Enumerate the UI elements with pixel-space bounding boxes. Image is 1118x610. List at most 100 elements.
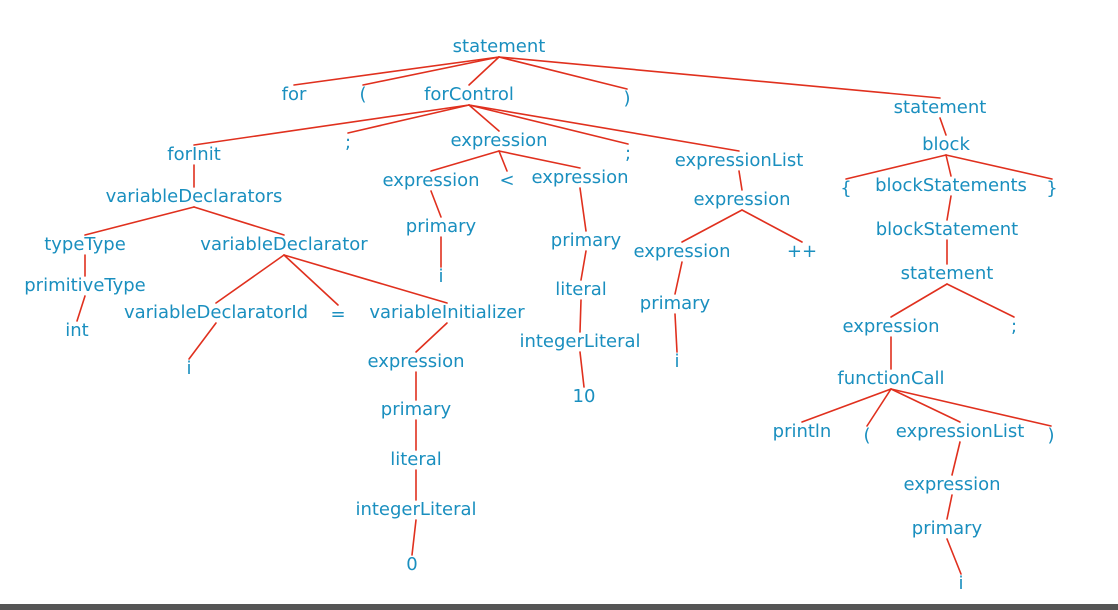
tree-edge xyxy=(801,388,892,423)
tree-edge xyxy=(430,150,500,172)
tree-edge xyxy=(411,519,417,556)
tree-edge xyxy=(866,388,892,427)
tree-edge xyxy=(890,283,948,318)
tree-node-label: blockStatement xyxy=(876,219,1018,240)
tree-node-label: expression xyxy=(531,167,628,188)
tree-node-label: variableDeclaratorId xyxy=(124,302,308,323)
tree-node-label: expressionList xyxy=(896,421,1025,442)
tree-node-label: ; xyxy=(1011,316,1017,337)
tree-edge xyxy=(215,254,285,304)
tree-edge xyxy=(283,254,448,304)
tree-edge xyxy=(741,209,803,243)
tree-node-label: primary xyxy=(551,230,622,251)
tree-node-label: typeType xyxy=(44,234,126,255)
tree-edge xyxy=(468,56,500,86)
tree-node-label: forControl xyxy=(424,84,514,105)
tree-node-label: expression xyxy=(842,316,939,337)
tree-node-label: ; xyxy=(345,132,351,153)
tree-edge xyxy=(415,322,448,353)
tree-node-label: integerLiteral xyxy=(519,331,640,352)
tree-node-label: int xyxy=(65,320,88,341)
tree-edge xyxy=(674,313,678,353)
tree-edge xyxy=(939,117,947,136)
tree-node-label: expression xyxy=(903,474,1000,495)
tree-edge xyxy=(468,104,740,152)
tree-node-label: expressionList xyxy=(675,150,804,171)
tree-edge xyxy=(738,170,743,191)
tree-edge xyxy=(498,56,941,99)
tree-node-label: variableDeclarators xyxy=(106,186,283,207)
tree-edge xyxy=(946,538,962,575)
tree-node-label: block xyxy=(922,134,970,155)
tree-node-label: i xyxy=(438,266,443,287)
tree-node-label: variableInitializer xyxy=(369,302,525,323)
tree-node-label: i xyxy=(186,358,191,379)
tree-edge xyxy=(498,150,508,172)
tree-edges xyxy=(76,56,1053,575)
tree-node-label: statement xyxy=(901,263,994,284)
tree-node-label: literal xyxy=(390,449,442,470)
tree-edge xyxy=(945,154,952,177)
tree-edge xyxy=(468,104,500,132)
tree-node-label: variableDeclarator xyxy=(200,234,368,255)
tree-edge xyxy=(293,56,500,86)
tree-node-label: expression xyxy=(693,189,790,210)
tree-node-label: 10 xyxy=(573,386,596,407)
tree-node-label: ( xyxy=(359,84,366,105)
tree-edge xyxy=(945,154,1053,180)
tree-edge xyxy=(193,206,285,236)
tree-node-label: primary xyxy=(640,293,711,314)
tree-nodes: statement for ( forControl) statement forInit… xyxy=(24,36,1057,594)
tree-node-label: = xyxy=(330,304,345,325)
tree-node-label: ( xyxy=(863,425,870,446)
tree-edge xyxy=(498,150,581,169)
tree-node-label: } xyxy=(1046,178,1057,199)
tree-edge xyxy=(579,299,582,333)
tree-node-label: expression xyxy=(450,130,547,151)
tree-edge xyxy=(681,209,743,243)
tree-node-label: { xyxy=(840,178,851,199)
tree-node-label: integerLiteral xyxy=(355,499,476,520)
tree-edge xyxy=(946,283,1015,318)
tree-node-label: forInit xyxy=(167,144,221,165)
tree-node-label: expression xyxy=(367,351,464,372)
tree-edge xyxy=(951,441,961,476)
tree-edge xyxy=(76,295,86,322)
tree-edge xyxy=(890,388,961,423)
tree-edge xyxy=(362,56,500,86)
tree-node-label: ; xyxy=(625,143,631,164)
tree-node-label: statement xyxy=(453,36,546,57)
tree-node-label: primary xyxy=(381,399,452,420)
tree-edge xyxy=(845,154,947,180)
tree-edge xyxy=(579,351,585,388)
tree-edge xyxy=(84,206,195,236)
tree-node-label: < xyxy=(499,170,514,191)
tree-node-label: 0 xyxy=(406,554,417,575)
tree-node-label: ++ xyxy=(787,241,817,262)
tree-node-label: expression xyxy=(382,170,479,191)
tree-edge xyxy=(946,494,953,520)
tree-edge xyxy=(430,190,442,218)
tree-node-label: println xyxy=(773,421,832,442)
tree-edge xyxy=(890,388,1052,427)
tree-node-label: functionCall xyxy=(837,368,944,389)
tree-node-label: blockStatements xyxy=(875,175,1027,196)
tree-node-label: expression xyxy=(633,241,730,262)
tree-node-label: ) xyxy=(623,88,630,109)
tree-node-label: i xyxy=(674,351,679,372)
tree-edge xyxy=(579,187,587,232)
bottom-scrollbar[interactable] xyxy=(0,604,1118,610)
tree-node-label: primitiveType xyxy=(24,275,146,296)
tree-node-label: primary xyxy=(406,216,477,237)
tree-node-label: statement xyxy=(894,97,987,118)
tree-edge xyxy=(193,104,470,146)
tree-edge xyxy=(580,250,587,281)
tree-edge xyxy=(674,261,683,295)
tree-edge xyxy=(468,104,629,145)
tree-node-label: for xyxy=(282,84,307,105)
tree-node-label: ) xyxy=(1047,425,1054,446)
tree-edge xyxy=(347,104,470,134)
tree-edge xyxy=(946,195,952,221)
tree-node-label: primary xyxy=(912,518,983,539)
